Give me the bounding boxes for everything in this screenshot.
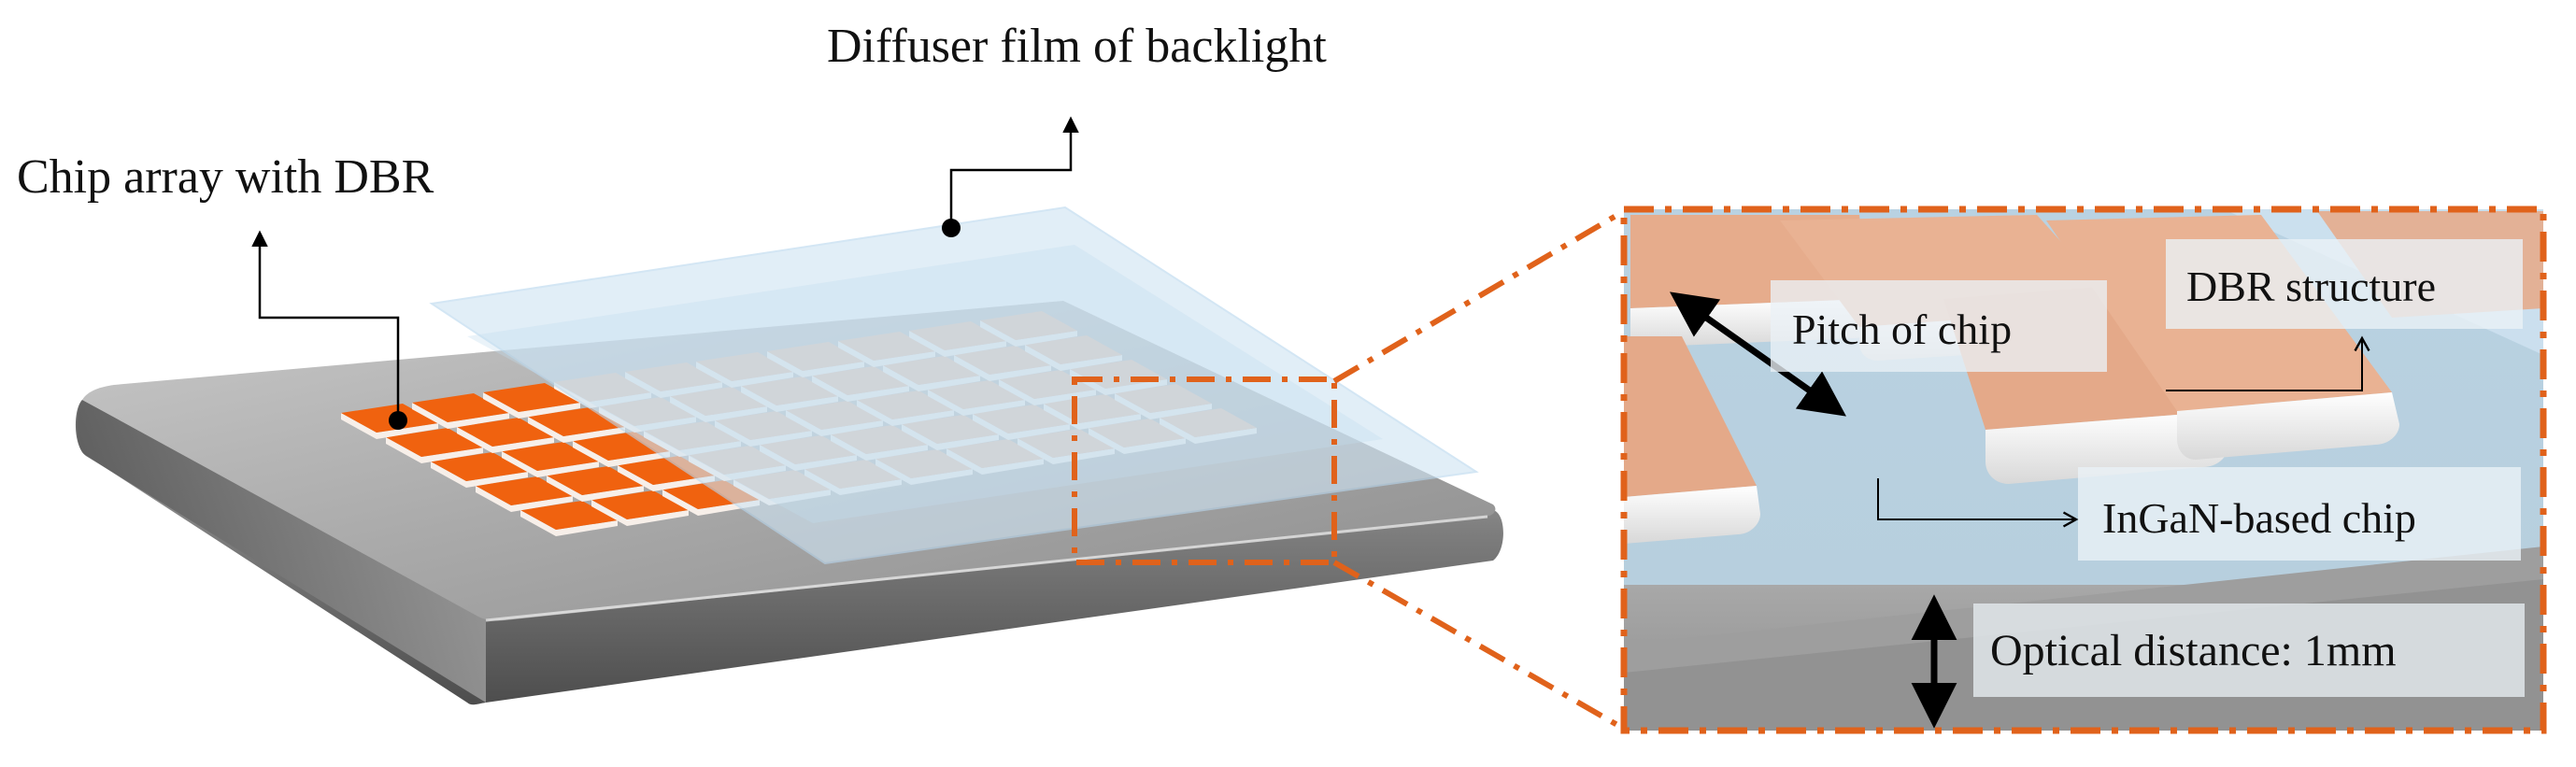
chip-top: [412, 393, 509, 422]
chip-array-label: Chip array with DBR: [17, 150, 434, 204]
chip-top: [547, 466, 644, 495]
chip-side: [502, 451, 599, 477]
diffuser-label: Diffuser film of backlight: [827, 20, 1327, 73]
ingan-label-bg: [2078, 467, 2521, 561]
chip-side: [528, 417, 625, 443]
chip-side: [341, 413, 438, 439]
diffuser-film-lower-layer: [467, 245, 1383, 523]
chip-top: [483, 383, 580, 412]
chip-side: [386, 437, 483, 463]
chip: [476, 476, 573, 512]
zoom-connector-top: [1332, 208, 1626, 384]
chip: [520, 501, 618, 536]
dbr-leader: [2166, 335, 2370, 391]
chip-array-leader-dot: [389, 411, 407, 430]
pitch-arrow: [1669, 291, 1847, 417]
chip: [412, 393, 509, 429]
zoomed-chip-5: [1624, 336, 1760, 544]
chip-side: [431, 462, 528, 488]
chip-side: [662, 490, 760, 516]
chip: [386, 428, 483, 463]
chip: [431, 452, 528, 488]
chip-side: [476, 486, 573, 512]
ingan-leader: [1877, 478, 2079, 528]
chip: [457, 418, 554, 453]
chip: [502, 442, 599, 477]
chip-side: [412, 403, 509, 429]
pitch-label-bg: [1771, 280, 2107, 372]
ingan-label: InGaN-based chip: [2102, 494, 2416, 542]
chip: [591, 490, 689, 526]
zoom-selection-box: [1072, 376, 1337, 565]
chip-top: [431, 452, 528, 481]
diffuser-film-sheet: [429, 206, 1479, 565]
diffuser-film: [429, 206, 1479, 565]
chip-side: [457, 427, 554, 453]
diffuser-leader-dot: [942, 219, 961, 237]
chip-top: [502, 442, 599, 471]
chip-side: [618, 465, 715, 491]
optical-distance-label-bg: [1973, 604, 2525, 697]
chip-array-leader: [251, 230, 400, 419]
chip-side: [573, 441, 670, 467]
chip-top: [386, 428, 483, 457]
base-front-highlight: [485, 515, 1488, 622]
chip-top: [476, 476, 573, 505]
optical-distance-label: Optical distance: 1mm: [1990, 626, 2397, 675]
chip-top: [457, 418, 554, 447]
chip-side: [547, 476, 644, 502]
diffuser-leader: [949, 116, 1079, 224]
dbr-label-bg: [2166, 239, 2523, 329]
dbr-label: DBR structure: [2186, 263, 2436, 310]
zoom-connector-bottom: [1332, 560, 1626, 731]
chip-top: [591, 490, 689, 519]
pitch-label: Pitch of chip: [1792, 305, 2012, 353]
chip-side: [520, 510, 618, 536]
chip-top: [520, 501, 618, 530]
base-left-face: [75, 400, 487, 703]
zoom-panel-border: [1620, 206, 2547, 734]
chip: [483, 383, 580, 419]
chip-side: [483, 392, 580, 419]
chip-side: [591, 500, 689, 526]
chip: [547, 466, 644, 502]
